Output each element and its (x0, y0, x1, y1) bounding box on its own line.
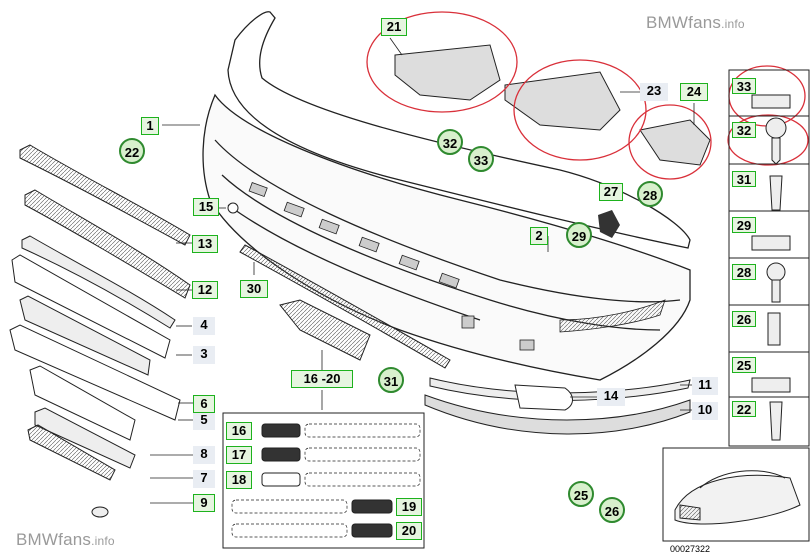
bracket-21 (394, 44, 501, 101)
bracket-24 (639, 119, 711, 166)
hardware-label-32[interactable]: 32 (732, 122, 756, 138)
hardware-label-22[interactable]: 22 (732, 401, 756, 417)
watermark-brand: BMWfans (646, 13, 722, 32)
circle-22[interactable]: 22 (119, 138, 145, 164)
callout-20[interactable]: 20 (396, 522, 422, 540)
callout-16-20[interactable]: 16 -20 (291, 370, 353, 388)
trim-strips (239, 244, 691, 435)
callout-13[interactable]: 13 (192, 235, 218, 253)
watermark-suffix: .info (91, 534, 115, 548)
circle-25[interactable]: 25 (568, 481, 594, 507)
bracket-23 (504, 71, 621, 131)
watermark-top: BMWfans.info (646, 13, 745, 33)
bumper-vents (248, 182, 666, 351)
callout-8[interactable]: 8 (193, 446, 215, 464)
callout-23[interactable]: 23 (640, 83, 668, 101)
callout-7[interactable]: 7 (193, 470, 215, 488)
callout-21[interactable]: 21 (381, 18, 407, 36)
callout-10[interactable]: 10 (692, 402, 718, 420)
hardware-label-31[interactable]: 31 (732, 171, 756, 187)
callout-19[interactable]: 19 (396, 498, 422, 516)
hardware-label-33[interactable]: 33 (732, 78, 756, 94)
callout-1[interactable]: 1 (141, 117, 159, 135)
car-thumbnail (662, 447, 810, 542)
hardware-column (728, 69, 810, 447)
watermark-bottom: BMWfans.info (16, 530, 115, 550)
callout-5[interactable]: 5 (193, 412, 215, 430)
circle-28[interactable]: 28 (637, 181, 663, 207)
callout-24[interactable]: 24 (680, 83, 708, 101)
callout-18[interactable]: 18 (226, 471, 252, 489)
detail-panel (222, 412, 425, 549)
hardware-label-25[interactable]: 25 (732, 357, 756, 373)
circle-31[interactable]: 31 (378, 367, 404, 393)
grille-strips (9, 144, 191, 481)
callout-11[interactable]: 11 (692, 377, 718, 395)
bumper-cover (202, 11, 691, 381)
circle-26[interactable]: 26 (599, 497, 625, 523)
leader-lines (150, 37, 695, 504)
circle-29[interactable]: 29 (566, 222, 592, 248)
bolt-9 (91, 506, 109, 518)
callout-3[interactable]: 3 (193, 346, 215, 364)
callout-9[interactable]: 9 (193, 494, 215, 512)
callout-6[interactable]: 6 (193, 395, 215, 413)
hardware-label-26[interactable]: 26 (732, 311, 756, 327)
watermark-suffix: .info (721, 17, 745, 31)
callout-14[interactable]: 14 (597, 388, 625, 406)
clip-15 (227, 202, 239, 214)
clip-27 (598, 210, 620, 238)
callout-30[interactable]: 30 (240, 280, 268, 298)
circle-33[interactable]: 33 (468, 146, 494, 172)
callout-16[interactable]: 16 (226, 422, 252, 440)
callout-2[interactable]: 2 (530, 227, 548, 245)
circle-32[interactable]: 32 (437, 129, 463, 155)
diagram-number: 00027322 (670, 544, 711, 554)
callout-27[interactable]: 27 (599, 183, 623, 201)
hardware-label-29[interactable]: 29 (732, 217, 756, 233)
callout-17[interactable]: 17 (226, 446, 252, 464)
callout-15[interactable]: 15 (193, 198, 219, 216)
callout-12[interactable]: 12 (192, 281, 218, 299)
watermark-brand: BMWfans (16, 530, 92, 549)
hardware-label-28[interactable]: 28 (732, 264, 756, 280)
callout-4[interactable]: 4 (193, 317, 215, 335)
